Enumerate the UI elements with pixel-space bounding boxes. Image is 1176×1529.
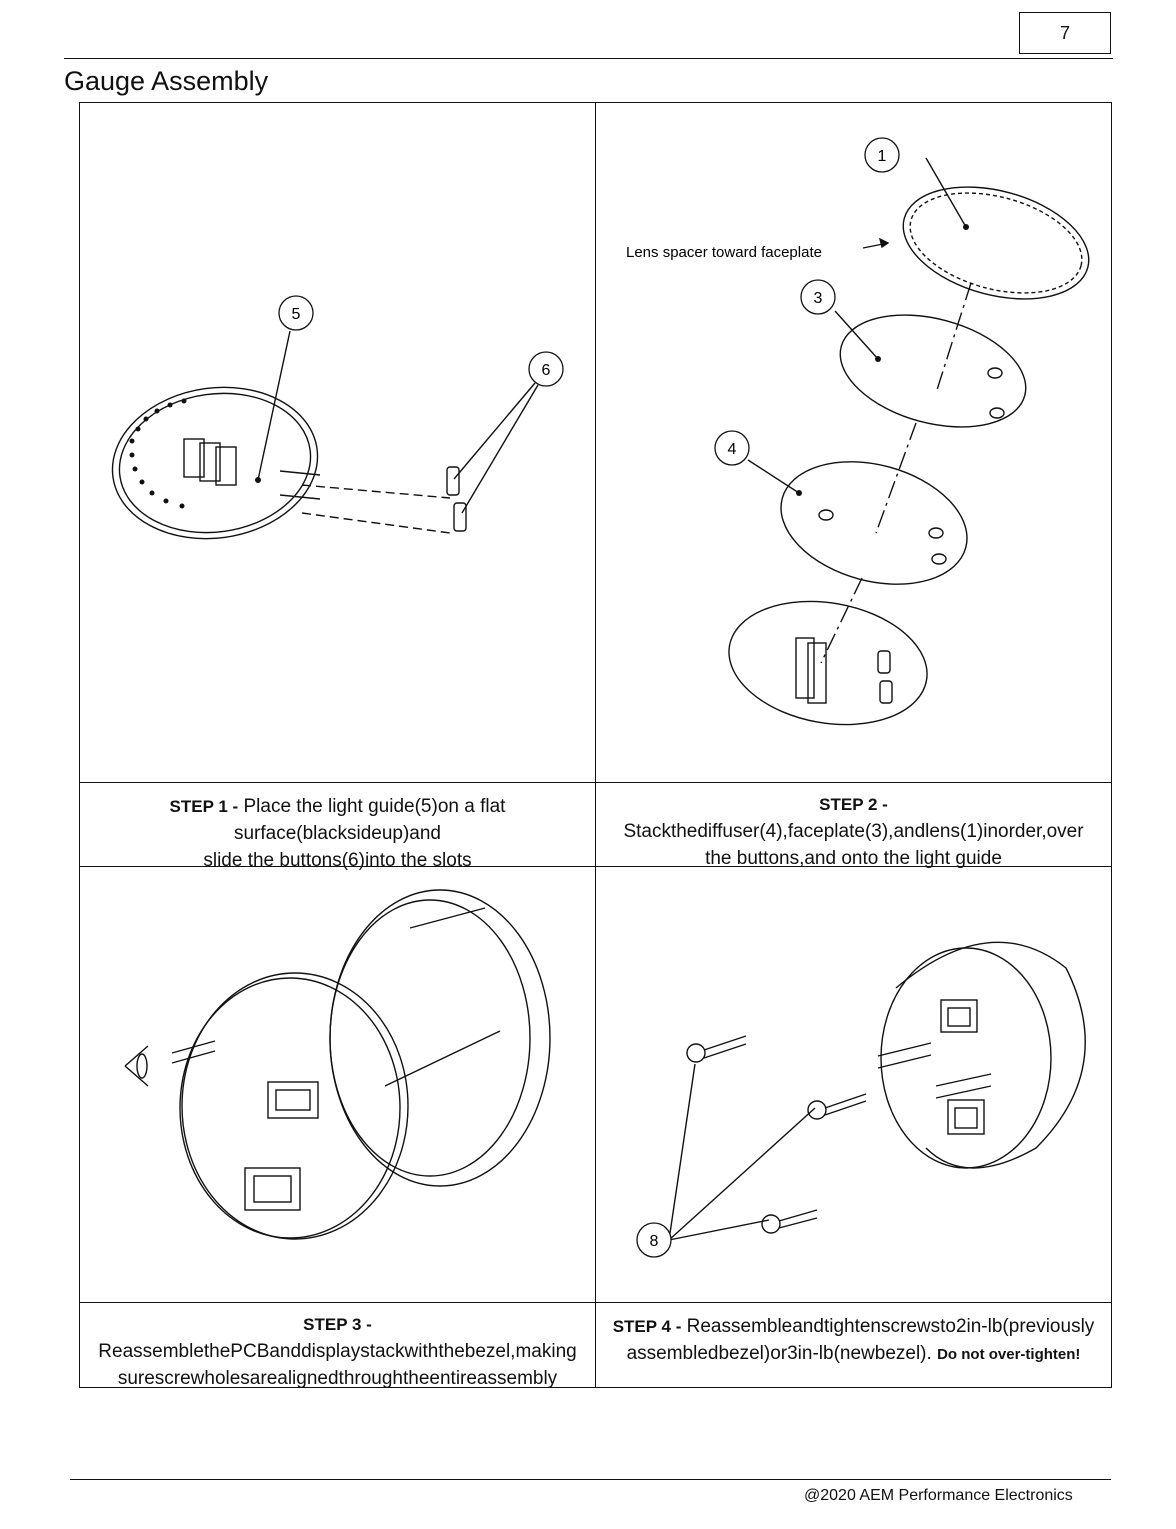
button-icon bbox=[446, 466, 467, 532]
callout-1 bbox=[864, 137, 900, 173]
copyright-footer: @2020 AEM Performance Electronics bbox=[804, 1487, 1073, 1504]
connector-icon bbox=[940, 999, 978, 1033]
callout-8 bbox=[636, 1222, 672, 1258]
eye-icon bbox=[124, 1045, 149, 1087]
callout-1-label: 1 bbox=[878, 148, 887, 165]
connector-icon bbox=[267, 1081, 319, 1119]
step2-label: STEP 2 - bbox=[819, 795, 888, 814]
connector-icon bbox=[244, 1167, 301, 1211]
step1-drawing: 5 6 bbox=[111, 295, 564, 540]
screw-icon bbox=[686, 1035, 747, 1063]
callout-5-label: 5 bbox=[292, 306, 301, 323]
pcb-part bbox=[179, 977, 401, 1239]
screw-icon bbox=[877, 1042, 992, 1099]
step2-drawing: Lens spacer toward faceplate 1 3 4 bbox=[626, 137, 1090, 726]
screw-icon bbox=[807, 1093, 867, 1120]
step3-text-line1: ReassemblethePCBanddisplaystackwiththebe… bbox=[98, 1341, 577, 1362]
callout-4 bbox=[714, 430, 750, 466]
step3-label: STEP 3 - bbox=[303, 1315, 372, 1334]
callout-4-label: 4 bbox=[728, 441, 737, 458]
bezel-part bbox=[329, 889, 551, 1187]
step4-warning: Do not over-tighten! bbox=[937, 1346, 1081, 1363]
button-icon bbox=[879, 680, 893, 704]
screw-icon bbox=[761, 1209, 818, 1234]
step1-text-line2: slide the buttons(6)into the slots bbox=[203, 850, 472, 871]
callout-3 bbox=[800, 279, 836, 315]
step2-caption: STEP 2 - Stackthediffuser(4),faceplate(3… bbox=[596, 791, 1111, 872]
lens-spacer-annotation: Lens spacer toward faceplate bbox=[626, 244, 822, 261]
light-guide-part bbox=[728, 600, 928, 726]
faceplate-part bbox=[839, 314, 1027, 428]
diffuser-part bbox=[780, 461, 968, 585]
callout-6 bbox=[528, 351, 564, 387]
footer-rule bbox=[70, 1479, 1111, 1480]
step4-text-line1: Reassembleandtightenscrewsto2in-lb(previ… bbox=[686, 1316, 1095, 1337]
bezel-part bbox=[895, 941, 1086, 1169]
assembly-steps-grid: 5 6 bbox=[79, 102, 1112, 1389]
grid-divider-vertical bbox=[595, 103, 596, 1387]
grid-divider bbox=[80, 1302, 1111, 1303]
grid-divider bbox=[80, 866, 1111, 867]
step1-text-line1: Place the light guide(5)on a flat surfac… bbox=[233, 796, 506, 844]
step4-caption: STEP 4 - Reassembleandtightenscrewsto2in… bbox=[596, 1313, 1111, 1368]
grid-divider bbox=[80, 782, 1111, 783]
step1-caption: STEP 1 - Place the light guide(5)on a fl… bbox=[80, 793, 595, 874]
step1-label: STEP 1 - bbox=[169, 797, 239, 816]
step3-caption: STEP 3 - ReassemblethePCBanddisplaystack… bbox=[80, 1311, 595, 1392]
callout-3-label: 3 bbox=[814, 290, 823, 307]
button-icon bbox=[877, 650, 891, 674]
digit-display-icon bbox=[183, 438, 237, 486]
step3-drawing bbox=[124, 889, 551, 1240]
step3-text-line2: surescrewholesarealignedthroughtheentire… bbox=[117, 1368, 558, 1389]
light-guide-marks bbox=[129, 398, 261, 509]
header-rule bbox=[64, 58, 1113, 59]
step4-drawing: 8 bbox=[636, 941, 1086, 1258]
step4-label: STEP 4 - bbox=[612, 1317, 682, 1336]
page-number: 7 bbox=[1019, 12, 1111, 54]
callout-8-label: 8 bbox=[650, 1233, 659, 1250]
step4-text-line2: assembledbezel)or3in-lb(newbezel). bbox=[626, 1343, 932, 1364]
digit-display-icon bbox=[795, 637, 827, 704]
step2-text-line2: the buttons,and onto the light guide bbox=[705, 848, 1002, 869]
connector-icon bbox=[947, 1099, 985, 1135]
callout-6-label: 6 bbox=[542, 362, 551, 379]
step2-text-line1: Stackthediffuser(4),faceplate(3),andlens… bbox=[623, 821, 1084, 842]
page-title: Gauge Assembly bbox=[64, 66, 269, 96]
lens-part bbox=[902, 186, 1090, 300]
callout-5 bbox=[278, 295, 314, 331]
